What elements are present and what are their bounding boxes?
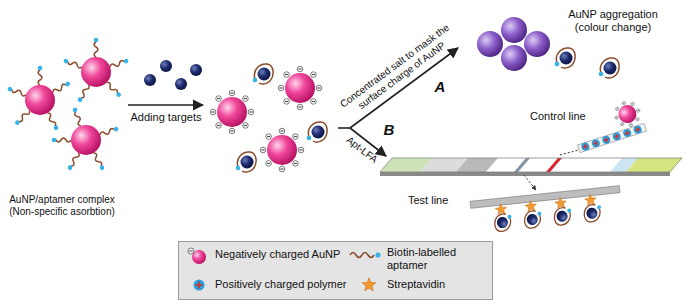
absorbent-pad <box>626 158 682 172</box>
streptavidin <box>525 200 537 212</box>
biotin-dot <box>375 252 380 257</box>
lfa-strip <box>380 158 682 176</box>
control-line-bar <box>569 98 646 153</box>
aptamer <box>99 126 119 137</box>
aggregated-aunp <box>477 31 503 57</box>
legend-box: Negatively charged AuNP Biotin-labelled a… <box>178 241 493 300</box>
aptamer <box>14 109 31 126</box>
test-line-bar <box>470 186 623 235</box>
charged-aunp <box>210 90 254 134</box>
process-arrow <box>128 104 203 106</box>
streptavidin <box>495 203 507 215</box>
branch-letter: B <box>384 121 395 138</box>
polymer <box>601 135 611 145</box>
polymer <box>591 138 601 148</box>
target-aptamer-complex <box>494 213 513 232</box>
result-label: AuNP aggregation (colour change) <box>558 8 668 33</box>
streptavidin <box>584 194 596 206</box>
legend-text: Biotin-labelled aptamer <box>387 246 487 271</box>
charged-aunp <box>611 98 644 131</box>
bar <box>470 186 620 209</box>
target-aptamer-complex <box>599 58 619 78</box>
callout-label: Control line <box>530 110 586 123</box>
aptamer <box>105 81 122 98</box>
aptamer <box>63 58 83 69</box>
minus-sign <box>189 251 192 252</box>
aptamer-strand <box>350 253 374 258</box>
aptamer <box>52 81 71 95</box>
aptamer <box>94 38 99 57</box>
aptamer <box>67 152 81 171</box>
arrow-label: Apt-LFA <box>344 134 380 165</box>
streptavidin-sample <box>362 278 376 291</box>
legend-text: Negatively charged AuNP <box>215 248 347 261</box>
branch-letter: A <box>435 78 446 95</box>
target-aptamer-complex <box>554 207 573 226</box>
aggregated-aunp <box>501 45 527 71</box>
target <box>175 78 187 90</box>
strip-outline <box>380 158 682 172</box>
released-group <box>210 64 327 172</box>
aunp <box>81 57 111 87</box>
target <box>144 74 156 86</box>
streptavidin <box>554 197 566 209</box>
step-label: Adding targets <box>131 111 202 124</box>
aptamer <box>72 107 83 127</box>
target <box>160 60 172 72</box>
legend-text: Positively charged polymer <box>215 278 355 291</box>
callout-label: Test line <box>408 194 448 207</box>
aptamer <box>7 86 27 97</box>
aunp <box>71 125 101 155</box>
legend-text: Streptavidin <box>387 278 487 291</box>
aggregated-aunp <box>524 31 550 57</box>
aptamer <box>77 84 91 103</box>
polymer <box>622 128 632 138</box>
aptamer <box>92 152 106 171</box>
aptamer <box>38 66 43 85</box>
target-aptamer-complex <box>307 122 327 142</box>
charged-aunp <box>278 66 322 110</box>
target-aptamer-complex <box>555 48 575 68</box>
control-stripe <box>546 158 562 172</box>
polymer <box>612 131 622 141</box>
legend-sample <box>347 277 383 297</box>
aptamer <box>46 112 60 131</box>
polymer <box>580 142 590 152</box>
aggregated-aunp <box>501 17 527 43</box>
target-aptamer-complex <box>524 210 543 229</box>
charge-circle <box>188 248 194 254</box>
caption-text: AuNP/aptamer complex <box>9 194 115 206</box>
aunp-aptamer-group <box>7 38 129 171</box>
polymer <box>633 125 643 135</box>
test-stripe <box>514 158 530 172</box>
target <box>190 64 202 76</box>
aptamer <box>109 58 129 69</box>
plus-sign <box>198 282 200 289</box>
target-aptamer-complex <box>253 64 273 84</box>
aunp <box>25 85 55 115</box>
arrow-label: Concentrated salt to mask the surface ch… <box>330 17 464 125</box>
zoom-arrow <box>524 175 536 190</box>
target-aptamer-complex <box>583 204 602 223</box>
target-aptamer-complex <box>236 152 256 172</box>
charged-aunp <box>260 128 304 172</box>
polymer-bead <box>194 280 205 291</box>
legend-sample <box>347 245 383 265</box>
strip-side <box>380 172 670 176</box>
branch-stem <box>338 127 350 129</box>
bar <box>577 123 646 152</box>
membrane <box>486 158 622 172</box>
caption-text: (Non-specific asorbtion) <box>9 206 115 218</box>
aptamer <box>52 138 71 143</box>
